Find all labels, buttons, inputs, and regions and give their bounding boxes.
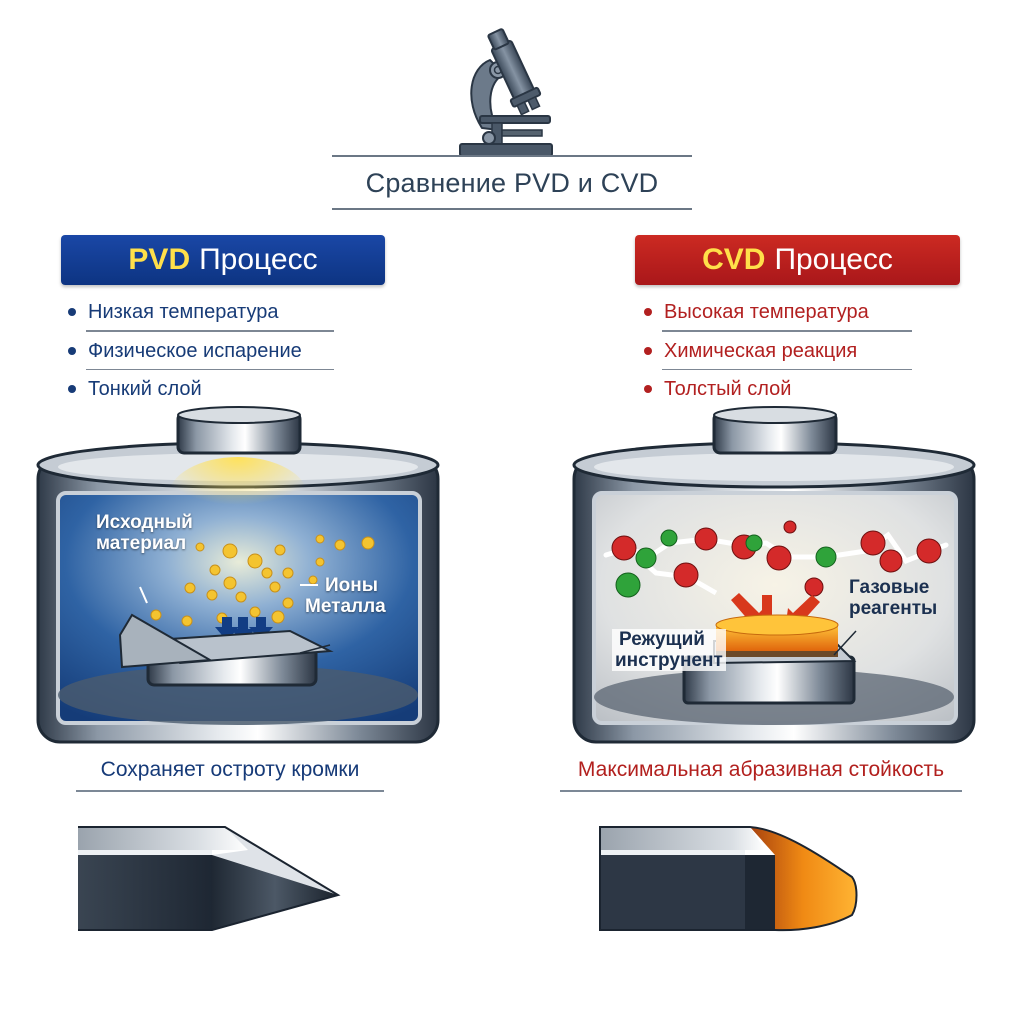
- page-title: Сравнение PVD и CVD: [365, 168, 659, 198]
- bullet-icon: [68, 346, 76, 355]
- metal-ions-label: Ионы Металла: [305, 575, 386, 617]
- cutting-tool-label: Режущий инструнент: [612, 629, 726, 671]
- cvd-feature-list: Высокая температура Химическая реакция Т…: [642, 297, 912, 413]
- microscope-icon: [459, 28, 553, 157]
- source-material-label: Исходный материал: [96, 512, 193, 554]
- pvd-banner-word: Процесс: [199, 243, 318, 276]
- pvd-process-banner: PVD Процесс: [61, 235, 385, 285]
- pvd-chamber-illustration: Исходный материал Ионы Металла: [30, 405, 470, 750]
- bullet-icon: [68, 385, 76, 393]
- reactor-chamber-icon: [572, 406, 976, 744]
- cvd-banner-word: Процесс: [774, 243, 893, 276]
- bullet-icon: [644, 385, 652, 393]
- pvd-result-caption: Сохраняет остроту кромки: [76, 758, 384, 792]
- vacuum-chamber-icon: [36, 406, 440, 744]
- cvd-result-caption: Максимальная абразивная стойкость: [560, 758, 962, 792]
- bullet-icon: [644, 308, 652, 316]
- list-item: Физическое испарение: [66, 336, 334, 375]
- cvd-chamber-illustration: Газовые реагенты Режущий инструнент: [566, 405, 1006, 750]
- gas-reagents-label: Газовые реагенты: [849, 577, 938, 619]
- list-item: Высокая температура: [642, 297, 912, 336]
- list-item: Химическая реакция: [642, 336, 912, 375]
- bullet-icon: [644, 346, 652, 355]
- list-item: Тонкий слой: [66, 374, 334, 413]
- title-rule-top: [332, 155, 692, 157]
- pvd-feature-list: Низкая температура Физическое испарение …: [66, 297, 334, 413]
- coated-edge-icon: [599, 826, 858, 932]
- sharp-edge-icon: [78, 826, 341, 931]
- title-rule-bottom: [332, 208, 692, 210]
- cvd-acronym: CVD: [702, 243, 766, 276]
- cvd-process-banner: CVD Процесс: [635, 235, 960, 285]
- pvd-acronym: PVD: [128, 243, 191, 276]
- list-item: Низкая температура: [66, 297, 334, 336]
- bullet-icon: [68, 308, 76, 316]
- list-item: Толстый слой: [642, 374, 912, 413]
